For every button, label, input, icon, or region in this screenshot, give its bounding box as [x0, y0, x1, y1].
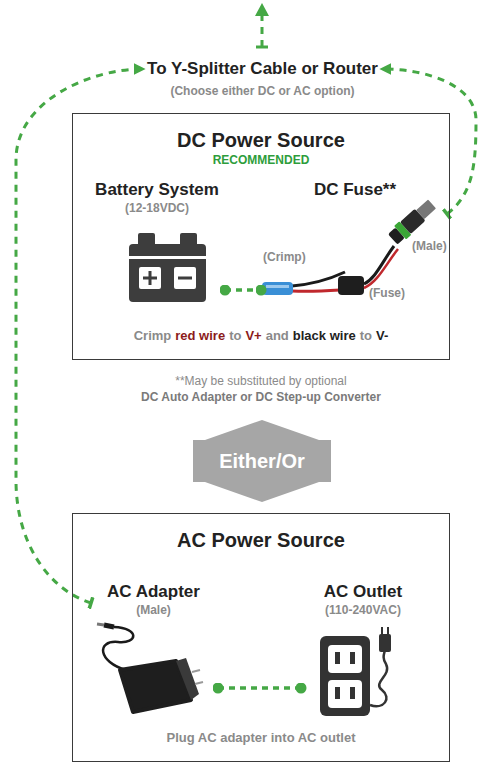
dashed-line [261, 16, 264, 47]
connector [218, 686, 301, 690]
adapter-side [176, 658, 199, 700]
plus-symbol [149, 271, 152, 285]
footnote: DC Auto Adapter or DC Step-up Converter [72, 390, 450, 405]
dc-source-box: DC Power SourceRECOMMENDED Battery System… [72, 113, 450, 360]
instruction-text: to [229, 328, 241, 343]
node-text: (Male) [91, 603, 216, 618]
outlet-slot [350, 652, 355, 664]
node-text: AC Outlet [303, 581, 423, 602]
crimp-shine [266, 285, 289, 288]
target-label: To Y-Splitter Cable or Router (Choose eit… [146, 58, 379, 99]
minus-symbol [178, 277, 192, 280]
ac-outlet-icon [320, 627, 391, 716]
plus-pad [139, 267, 161, 289]
red-wire [292, 290, 340, 291]
plug-prong [381, 627, 383, 634]
part-label: (Male) [412, 239, 447, 254]
ac-outlet-node: AC Outlet(110-240VAC) [303, 581, 423, 726]
ac-adapter-icon [97, 624, 203, 712]
outlet-slot [335, 687, 340, 699]
black-wire [364, 246, 394, 284]
node-text: (12-18VDC) [91, 201, 223, 216]
red-wire [364, 249, 398, 288]
connector [383, 69, 476, 214]
cord-plug [379, 634, 391, 652]
node-text: Either/Or [219, 449, 305, 473]
either-or-arrow: Either/Or [193, 420, 331, 502]
adapter-cord [103, 627, 133, 670]
node-text: AC Adapter [91, 581, 216, 602]
instruction-text: V- [376, 328, 388, 343]
footnote: **May be substituted by optional [72, 374, 450, 389]
ac-source-box: AC Power Source AC Adapter(Male) AC Outlet… [72, 513, 450, 762]
adapter-prong [195, 682, 203, 684]
node-text: RECOMMENDED [73, 153, 449, 168]
connector [225, 288, 261, 292]
battery-node: Battery System(12-18VDC) [91, 179, 223, 307]
instruction-note: Plug AC adapter into AC outlet [72, 730, 450, 745]
outlet-face [328, 645, 362, 673]
male-plug [387, 197, 438, 246]
arrow-head [255, 3, 269, 16]
outlet-slot [350, 687, 355, 699]
outlet-cord [370, 650, 387, 706]
adapter-prong [192, 670, 200, 672]
instruction-row: Crimpred wire to V+ and black wire to V- [72, 328, 450, 343]
battery-body [129, 244, 206, 302]
node-text: DC Fuse** [263, 179, 447, 200]
instruction-text: and [266, 328, 289, 343]
fuse-cable [262, 197, 438, 295]
plug-prong [387, 627, 389, 634]
battery-icon [129, 233, 206, 302]
crimp-connector [262, 282, 293, 295]
double-arrow [193, 420, 331, 502]
adapter-plug-tip [97, 624, 104, 625]
outlet-face [328, 680, 362, 708]
instruction-text: Crimp [134, 328, 172, 343]
minus-pad [174, 267, 196, 289]
node-text: (110-240VAC) [303, 603, 423, 618]
black-wire [292, 272, 345, 286]
instruction-text: to [360, 328, 372, 343]
instruction-text: black wire [293, 328, 356, 343]
ac-adapter-node: AC Adapter(Male) [91, 581, 216, 726]
outlet-plate [320, 636, 370, 716]
fuse-holder [338, 276, 364, 295]
node-text: Battery System [91, 179, 223, 200]
plug-tip [416, 199, 436, 219]
battery-stripe [129, 256, 206, 259]
part-label: (Crimp) [263, 250, 306, 265]
up-arrow [255, 3, 269, 47]
outlet-slot [335, 652, 340, 664]
node-text: AC Power Source [73, 528, 449, 553]
adapter-plug [104, 625, 114, 627]
node-text: DC Power Source [73, 128, 449, 153]
t-bar [256, 46, 268, 49]
instruction-text: red wire [175, 328, 225, 343]
connector [16, 69, 142, 603]
node-text: To Y-Splitter Cable or Router [146, 58, 379, 79]
part-label: (Fuse) [369, 286, 405, 301]
node-text: (Choose either DC or AC option) [146, 84, 379, 99]
instruction-text: V+ [245, 328, 261, 343]
